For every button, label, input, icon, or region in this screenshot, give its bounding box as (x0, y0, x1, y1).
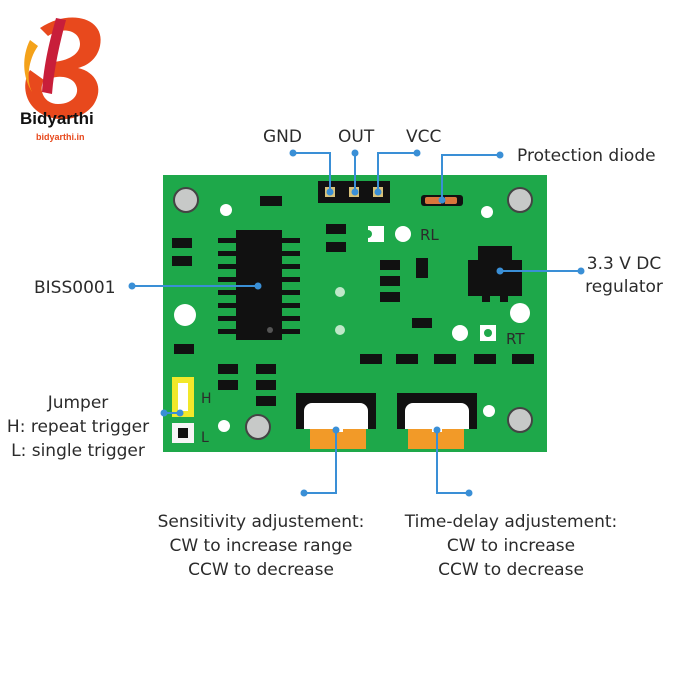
mounting-hole (507, 187, 533, 213)
label-sensitivity-line1: Sensitivity adjustement: (158, 512, 365, 532)
label-gnd: GND (263, 127, 302, 147)
via (335, 325, 345, 335)
voltage-regulator (468, 246, 522, 302)
brand-url: bidyarthi.in (36, 132, 85, 142)
callout-gnd (293, 152, 331, 192)
rl-pad (395, 226, 411, 242)
mounting-holes (173, 187, 533, 440)
board-hole (481, 206, 493, 218)
rt-pad (452, 325, 468, 341)
label-jumper-l: L: single trigger (11, 441, 145, 461)
label-regulator-line2: regulator (585, 277, 663, 297)
callout-lines (132, 152, 581, 494)
label-regulator-line1: 3.3 V DC (587, 254, 661, 274)
callout-time-delay (436, 430, 469, 494)
callout-sensitivity (304, 430, 337, 494)
logo-mark-yellow (24, 40, 38, 92)
mounting-hole (173, 187, 199, 213)
chip-pins (218, 238, 300, 334)
label-chip: BISS0001 (34, 278, 116, 298)
silk-l: L (201, 430, 209, 446)
jumper (172, 377, 194, 443)
board-hole (174, 304, 196, 326)
label-timedelay-line3: CCW to decrease (438, 560, 584, 580)
label-sensitivity-line2: CW to increase range (169, 536, 352, 556)
silk-rt: RT (506, 330, 525, 348)
board-hole (510, 303, 530, 323)
callout-vcc (377, 152, 417, 192)
logo-mark-red (42, 18, 66, 94)
brand-logo (24, 17, 101, 120)
board-hole (220, 204, 232, 216)
label-timedelay-line2: CW to increase (447, 536, 575, 556)
callout-dots (128, 149, 585, 497)
mounting-hole (507, 407, 533, 433)
sensitivity-pot (296, 393, 376, 449)
label-jumper-title: Jumper (47, 393, 109, 413)
label-protection-diode: Protection diode (517, 146, 656, 166)
label-jumper-h: H: repeat trigger (7, 417, 149, 437)
mounting-hole (245, 414, 271, 440)
label-vcc: VCC (406, 127, 441, 147)
via (335, 287, 345, 297)
silk-h: H (201, 391, 212, 407)
smd-components (172, 196, 534, 406)
label-timedelay-line1: Time-delay adjustement: (404, 512, 617, 532)
brand-name: Bidyarthi (20, 109, 94, 128)
logo-mark-orange (25, 17, 101, 120)
rl-pad (368, 226, 384, 242)
board-hole (218, 420, 230, 432)
callout-diode (441, 154, 500, 200)
silk-rl: RL (420, 226, 439, 244)
board-hole (483, 405, 495, 417)
label-sensitivity-line3: CCW to decrease (188, 560, 334, 580)
label-out: OUT (338, 127, 375, 147)
